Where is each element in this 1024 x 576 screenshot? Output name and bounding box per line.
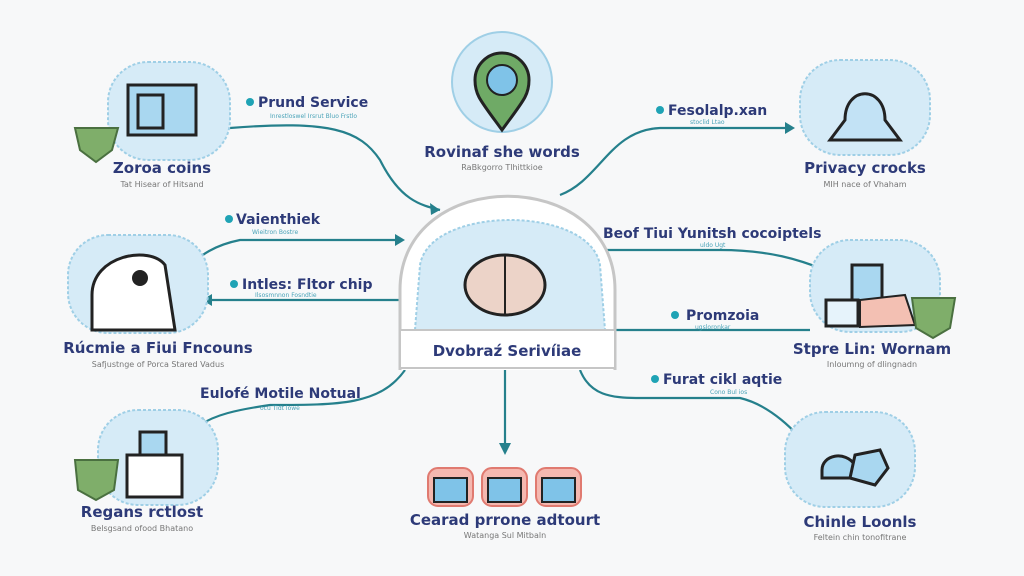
hand-icon bbox=[859, 293, 917, 329]
svg-text:Furat cikl aqtie: Furat cikl aqtie bbox=[663, 372, 782, 388]
svg-text:Privacy crocks: Privacy crocks bbox=[804, 159, 926, 177]
shield-icon bbox=[73, 459, 120, 502]
svg-text:Watanga Sul Mitbaln: Watanga Sul Mitbaln bbox=[464, 531, 546, 540]
svg-text:Rúcmie a Fiui Fncouns: Rúcmie a Fiui Fncouns bbox=[63, 339, 253, 357]
dollar-tag-icon bbox=[848, 448, 890, 487]
svg-text:Rovinaf she words: Rovinaf she words bbox=[424, 143, 580, 161]
svg-text:Tat Hisear of Hitsand: Tat Hisear of Hitsand bbox=[119, 180, 203, 189]
phone-icon bbox=[850, 263, 884, 305]
bell-lock-icon bbox=[827, 92, 903, 142]
node-top-left: Zoroa coins Tat Hisear of Hitsand bbox=[73, 61, 231, 189]
shield-icon bbox=[910, 297, 957, 340]
svg-text:Inloumng of dlingnadn: Inloumng of dlingnadn bbox=[827, 360, 917, 369]
svg-text:ocu Tidt lowe: ocu Tidt lowe bbox=[260, 405, 300, 412]
node-bottom-center: Cearad prrone adtourt Watanga Sul Mitbal… bbox=[410, 467, 600, 540]
svg-text:Belsgsand ofood Bhatano: Belsgsand ofood Bhatano bbox=[91, 524, 193, 533]
svg-text:Wieitron Bostre: Wieitron Bostre bbox=[252, 229, 298, 236]
tile-icons bbox=[427, 467, 582, 507]
svg-text:Zoroa coins: Zoroa coins bbox=[113, 159, 211, 177]
svg-text:Regans rctlost: Regans rctlost bbox=[81, 503, 203, 521]
center-node: Dvobraź Serivíiae bbox=[398, 194, 617, 370]
node-mid-right: Stpre Lin: Wornam Inloumng of dlingnadn bbox=[793, 239, 957, 369]
svg-text:Safjustnge of Porca Stared Vad: Safjustnge of Porca Stared Vadus bbox=[92, 360, 225, 369]
svg-text:Eulofé Motile Notual: Eulofé Motile Notual bbox=[200, 386, 361, 402]
edge-label-eulofe: Eulofé Motile Notual ocu Tidt lowe bbox=[200, 386, 361, 412]
edge-beof bbox=[590, 248, 826, 272]
node-bottom-left: Regans rctlost Belsgsand ofood Bhatano bbox=[73, 409, 219, 533]
edge-top-center bbox=[559, 126, 790, 197]
svg-text:Beof Tiui Yunitsh cocoiptels: Beof Tiui Yunitsh cocoiptels bbox=[603, 226, 821, 242]
svg-text:ugsloronkar: ugsloronkar bbox=[695, 324, 731, 331]
svg-text:Prund Service: Prund Service bbox=[258, 95, 368, 111]
card-icon bbox=[824, 298, 860, 328]
node-top-right: Privacy crocks MIH nace of Vhaham bbox=[799, 59, 931, 189]
svg-text:Chinle Loonls: Chinle Loonls bbox=[804, 513, 917, 531]
svg-text:Cono Bul ios: Cono Bul ios bbox=[710, 389, 747, 396]
node-bottom-right: Chinle Loonls Feltein chin tonofitrane bbox=[784, 411, 917, 542]
svg-text:Vaienthiek: Vaienthiek bbox=[236, 212, 321, 228]
svg-text:Stpre Lin: Wornam: Stpre Lin: Wornam bbox=[793, 340, 951, 358]
svg-text:Cearad prrone adtourt: Cearad prrone adtourt bbox=[410, 511, 600, 529]
svg-text:Feltein chin tonofitrane: Feltein chin tonofitrane bbox=[814, 533, 907, 542]
svg-text:Fesolalp.xan: Fesolalp.xan bbox=[668, 103, 767, 119]
node-top-center: Rovinaf she words RaBkgorro Tlhittkioe bbox=[424, 31, 580, 172]
svg-text:RaBkgorro Tlhittkioe: RaBkgorro Tlhittkioe bbox=[461, 163, 543, 172]
svg-text:stoclid Ltao: stoclid Ltao bbox=[690, 119, 725, 126]
building-icon bbox=[125, 453, 184, 499]
svg-text:MIH nace of Vhaham: MIH nace of Vhaham bbox=[823, 180, 906, 189]
node-mid-left: Rúcmie a Fiui Fncouns Safjustnge of Porc… bbox=[63, 234, 253, 369]
shield-icon bbox=[73, 127, 120, 164]
svg-text:Ilsosmnnon Fosndtie: Ilsosmnnon Fosndtie bbox=[255, 292, 317, 299]
svg-text:uldo Ugt: uldo Ugt bbox=[700, 242, 726, 249]
robot-camera-icon bbox=[90, 253, 177, 332]
svg-text:Inrestloswel Irsrut Bluo Frstl: Inrestloswel Irsrut Bluo Frstlo bbox=[270, 113, 357, 120]
svg-text:Intles: Fltor chip: Intles: Fltor chip bbox=[242, 277, 373, 293]
svg-text:Dvobraź Serivíiae: Dvobraź Serivíiae bbox=[433, 342, 582, 360]
edge-eulofe bbox=[199, 369, 406, 426]
edge-top-left bbox=[229, 124, 441, 212]
svg-text:Promzoia: Promzoia bbox=[686, 308, 759, 324]
edge-vaienthiek bbox=[187, 238, 400, 269]
